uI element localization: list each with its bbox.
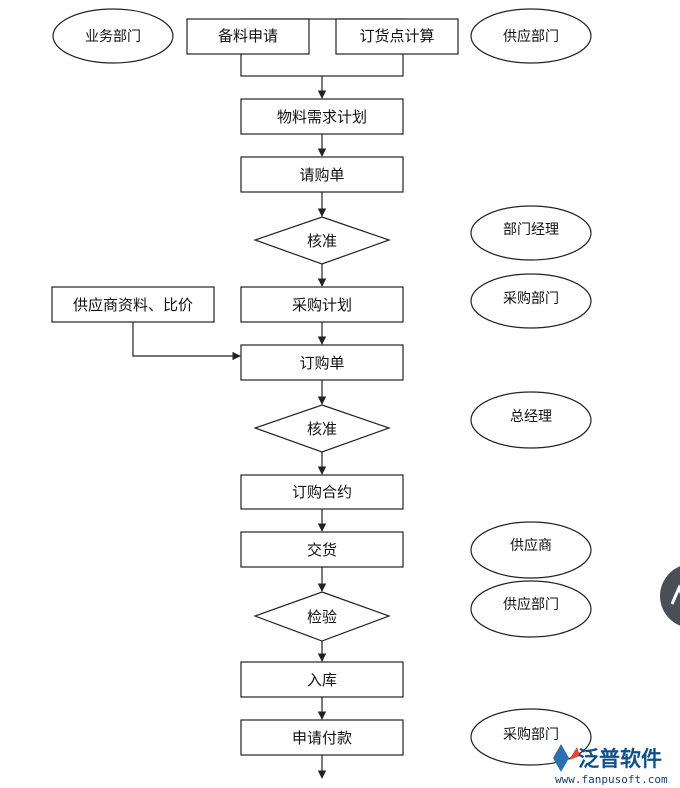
chevron-up-icon — [670, 584, 680, 605]
node-requisition: 请购单 — [299, 166, 344, 184]
role-ellipse — [470, 580, 592, 638]
role-supplier: 供应商 — [510, 537, 552, 554]
node-delivery: 交货 — [307, 541, 337, 559]
role-ellipse — [470, 273, 592, 329]
logo-mark-icon — [553, 744, 569, 772]
arrow-supplier-info-to-order — [132, 322, 241, 361]
role-purchase-dept-2: 采购部门 — [503, 727, 559, 743]
role-ellipse — [470, 205, 592, 261]
process-box — [240, 531, 404, 568]
node-supplier-info: 供应商资料、比价 — [73, 296, 193, 314]
decision-diamond — [253, 216, 391, 265]
process-box — [186, 18, 310, 55]
node-approve-2: 核准 — [307, 420, 337, 438]
role-ellipse — [470, 391, 592, 449]
role-supply-dept-2: 供应部门 — [503, 596, 559, 613]
role-ellipse — [470, 8, 592, 64]
process-box — [51, 286, 215, 323]
decision-diamond — [253, 591, 391, 642]
role-purchase-dept: 采购部门 — [503, 291, 559, 307]
node-mrp: 物料需求计划 — [277, 108, 367, 126]
node-purchase-plan: 采购计划 — [292, 296, 352, 314]
node-payment-request: 申请付款 — [292, 729, 352, 747]
watermark-logo: 泛普软件 www.fanpusoft.com — [553, 744, 668, 786]
role-business-dept: 业务部门 — [85, 29, 141, 45]
process-box — [240, 286, 404, 323]
process-box — [240, 719, 404, 756]
logo-accent-icon — [569, 747, 580, 760]
node-stock-request: 备料申请 — [218, 27, 278, 45]
role-supply-dept: 供应部门 — [503, 28, 559, 45]
process-box — [240, 344, 404, 381]
node-inspect: 检验 — [307, 608, 337, 626]
connectors — [132, 76, 327, 779]
process-box — [335, 18, 459, 55]
node-purchase-order: 订购单 — [299, 354, 344, 372]
top-input-box: 备料申请 订货点计算 — [186, 18, 459, 77]
process-box — [240, 474, 404, 510]
watermark-url: www.fanpusoft.com — [555, 773, 668, 786]
watermark-brand: 泛普软件 — [578, 747, 662, 771]
node-reorder-point: 订货点计算 — [359, 27, 434, 45]
process-box — [240, 661, 404, 698]
process-box — [240, 156, 404, 193]
role-ellipse — [470, 521, 592, 579]
floating-scroll-button[interactable] — [660, 564, 680, 628]
process-box — [240, 98, 404, 135]
role-ellipse — [52, 8, 174, 64]
node-contract: 订购合约 — [292, 483, 352, 501]
node-approve-1: 核准 — [307, 232, 337, 250]
role-dept-manager: 部门经理 — [503, 222, 559, 238]
floating-button-circle[interactable] — [660, 564, 680, 628]
role-general-manager: 总经理 — [510, 409, 552, 425]
node-warehouse: 入库 — [307, 671, 337, 689]
decision-diamond — [253, 404, 391, 453]
